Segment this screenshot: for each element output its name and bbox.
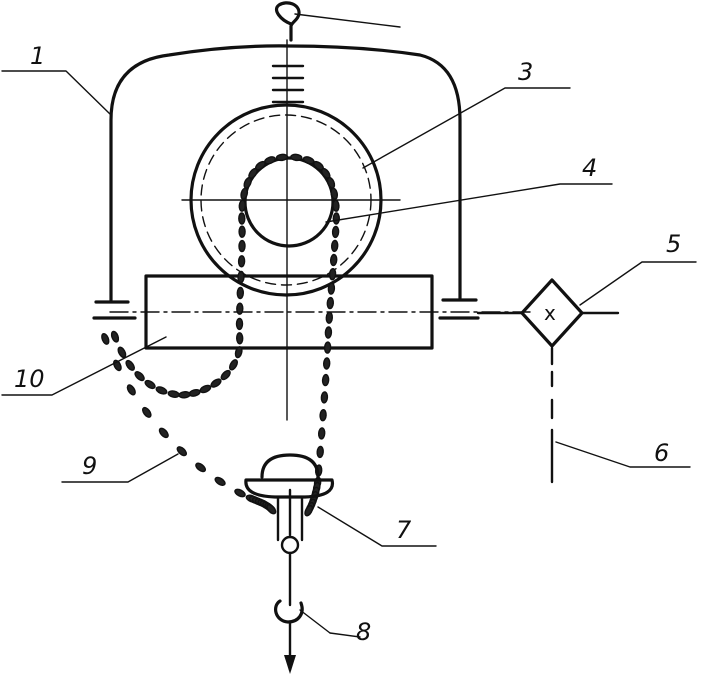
chain-link <box>155 386 168 395</box>
hanger-rod <box>271 64 305 104</box>
chain-link <box>167 390 180 398</box>
leader-lines <box>1 70 697 547</box>
chain-link <box>332 199 340 212</box>
label-1: 1 <box>30 42 45 70</box>
chain-link <box>320 391 329 404</box>
diamond-symbol: x <box>544 301 556 325</box>
chain-link <box>302 156 315 165</box>
frame-bracket <box>109 44 462 302</box>
chain-link <box>243 176 252 189</box>
chain-link <box>134 371 145 382</box>
lower-block <box>244 453 335 555</box>
chain-link <box>199 384 212 394</box>
chain-link <box>330 239 339 253</box>
chain-link <box>319 409 327 422</box>
chain-link <box>332 212 341 225</box>
chain-link <box>235 317 244 331</box>
label-5: 5 <box>666 230 681 258</box>
chain-link <box>158 427 169 439</box>
chain-link <box>188 388 201 397</box>
chain-link <box>210 378 222 388</box>
chain-link <box>229 359 238 371</box>
chain-link <box>316 445 324 459</box>
chain-link <box>240 187 249 200</box>
chain-link <box>195 462 207 473</box>
chain-link <box>214 476 226 487</box>
chain-link <box>142 406 152 418</box>
load-chain-outer <box>101 332 277 515</box>
chain-link <box>117 346 127 359</box>
load-arrow <box>284 620 296 674</box>
diamond-element: x <box>520 278 620 348</box>
label-9: 9 <box>82 452 97 480</box>
chain-link <box>266 503 277 515</box>
chain-link <box>234 346 243 359</box>
chain-link <box>323 341 332 354</box>
label-10: 10 <box>14 365 45 393</box>
label-8: 8 <box>356 618 371 646</box>
chain-link <box>331 225 340 239</box>
frame-foot-right <box>438 298 480 320</box>
sprocket <box>243 156 335 248</box>
chain-link <box>238 239 246 253</box>
chain-link <box>101 332 110 345</box>
chain-link <box>326 296 335 310</box>
chain-link <box>330 187 339 200</box>
chain-link <box>178 391 191 399</box>
frame-foot-left <box>92 300 137 320</box>
chain-link <box>235 332 244 345</box>
chain-link <box>234 488 246 498</box>
chain-link <box>110 330 120 343</box>
chain-link <box>238 225 246 238</box>
label-6: 6 <box>654 439 669 467</box>
chain-link <box>275 153 289 162</box>
label-3: 3 <box>518 58 533 86</box>
chain-link <box>236 302 244 315</box>
top-hook <box>274 1 401 42</box>
chain-link <box>125 359 135 371</box>
chain-link <box>324 326 333 339</box>
chain-link <box>176 446 188 457</box>
chain-link <box>144 379 156 390</box>
chain-link <box>237 270 245 284</box>
chain-link <box>238 199 247 212</box>
chain-loop <box>110 330 243 399</box>
label-4: 4 <box>582 154 597 182</box>
chain-link <box>321 373 330 387</box>
hand-chain-left <box>235 153 289 345</box>
chain-link <box>126 384 136 396</box>
label-7: 7 <box>396 516 412 544</box>
chain-link <box>325 311 334 324</box>
lower-hook <box>274 551 361 638</box>
chain-link <box>327 282 336 295</box>
chain-link <box>328 268 337 281</box>
chain-link <box>237 255 246 268</box>
chain-link <box>317 427 326 440</box>
chain-link <box>220 369 231 381</box>
chain-link <box>290 153 303 162</box>
hand-chain-right <box>290 153 341 339</box>
chain-link <box>326 176 336 189</box>
chain-link <box>236 286 245 300</box>
chain-link <box>238 212 246 225</box>
chain-link <box>304 504 314 517</box>
chain-link <box>329 253 338 267</box>
chain-link <box>322 357 331 370</box>
